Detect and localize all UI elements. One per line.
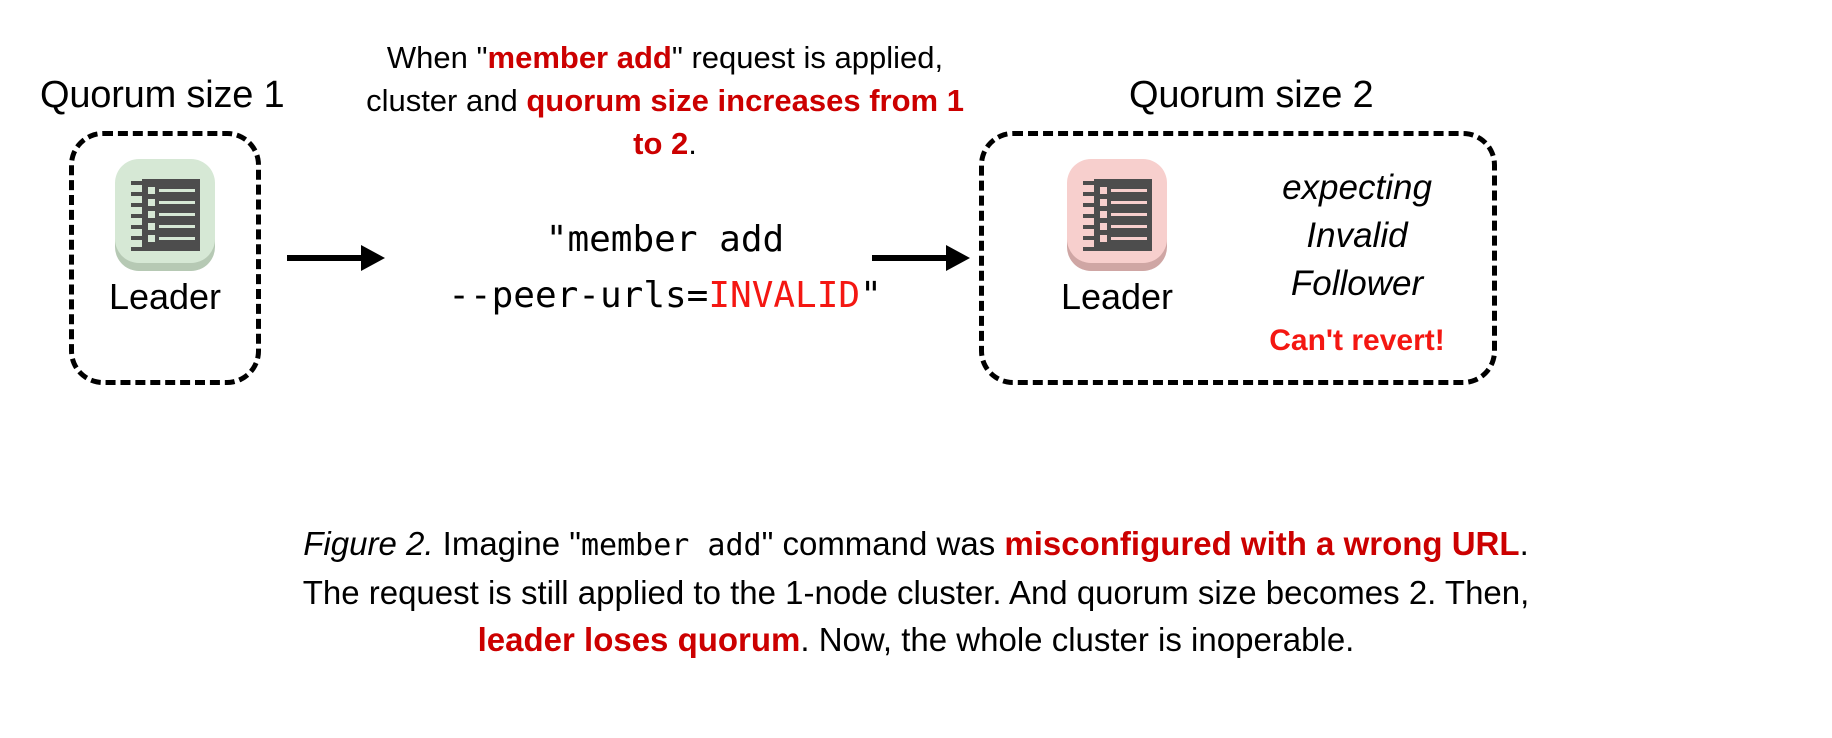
caption-text-3: .: [1519, 525, 1529, 562]
caption-text-1: Imagine ": [433, 525, 581, 562]
status-line-invalid: Invalid: [1306, 216, 1408, 255]
right-cluster-status: expecting Invalid Follower Can't revert!: [1228, 164, 1486, 358]
right-cluster-title: Quorum size 2: [1129, 74, 1374, 116]
node-tile: [115, 159, 215, 263]
right-leader-node: Leader: [1043, 155, 1191, 317]
command-invalid-value: INVALID: [708, 275, 861, 316]
annotation-part-1: When ": [386, 40, 488, 75]
command-line-1: "member add: [545, 219, 785, 260]
command-text: "member add --peer-urls=INVALID": [400, 212, 930, 324]
caption-text-2: " command was: [761, 525, 1005, 562]
annotation-text: When "member add" request is applied, cl…: [355, 36, 975, 165]
caption-emphasis-misconfigured: misconfigured with a wrong URL: [1004, 525, 1520, 562]
ledger-body-icon: [142, 179, 200, 251]
right-cluster-boundary: [979, 131, 1497, 385]
caption-line-2: The request is still applied to the 1-no…: [302, 574, 1530, 611]
annotation-part-2: " request is applied, cluster and: [366, 40, 944, 118]
binding-rings-icon: [131, 181, 145, 251]
node-tile: [1067, 159, 1167, 263]
caption-line-3: leader loses quorum. Now, the whole clus…: [30, 616, 1802, 663]
cant-revert-warning: Can't revert!: [1269, 324, 1445, 357]
server-ledger-icon: [1065, 155, 1169, 273]
binding-rings-icon: [1083, 181, 1097, 251]
command-line-2-prefix: --peer-urls=: [448, 275, 709, 316]
caption-emphasis-leader-loses-quorum: leader loses quorum: [477, 621, 801, 658]
status-line-follower: Follower: [1290, 264, 1424, 303]
server-ledger-icon: [113, 155, 217, 273]
caption-text-4: . Now, the whole cluster is inoperable.: [800, 621, 1355, 658]
ledger-body-icon: [1094, 179, 1152, 251]
caption-line-1: Figure 2. Imagine "member add" command w…: [30, 520, 1802, 569]
annotation-emphasis-quorum-increase: quorum size increases from 1 to 2: [526, 83, 964, 161]
left-cluster-boundary: [69, 131, 261, 385]
figure-caption: Figure 2. Imagine "member add" command w…: [30, 520, 1802, 663]
left-node-caption: Leader: [108, 276, 222, 317]
command-line-2-suffix: ": [860, 275, 882, 316]
resulting-state-arrow-icon: [872, 245, 970, 271]
annotation-part-3: .: [688, 126, 697, 161]
apply-request-arrow-icon: [287, 245, 385, 271]
right-node-caption: Leader: [1060, 276, 1174, 317]
caption-figure-label: Figure 2.: [303, 525, 434, 562]
status-line-expecting: expecting: [1282, 168, 1432, 207]
caption-mono-member-add: member add: [580, 528, 762, 563]
left-leader-node: Leader: [91, 155, 239, 317]
left-cluster-title: Quorum size 1: [40, 74, 285, 116]
annotation-emphasis-member-add: member add: [487, 40, 672, 75]
